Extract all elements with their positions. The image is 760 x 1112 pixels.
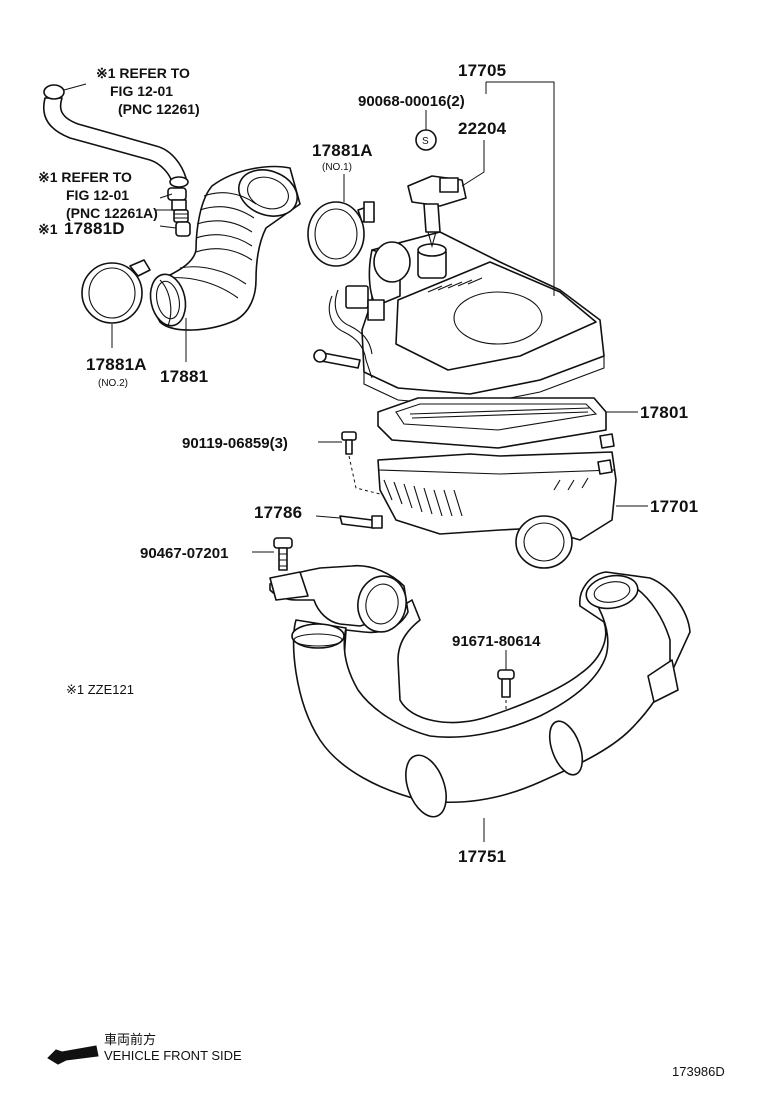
label-22204: 22204 [458, 119, 507, 138]
label-no1: (NO.1) [322, 162, 352, 173]
air-flow-meter-22204 [407, 175, 467, 249]
figure-id: 173986D [672, 1064, 725, 1079]
label-90467-07201: 90467-07201 [140, 545, 228, 562]
vehicle-front-label-jp: 車両前方 [104, 1032, 156, 1047]
ref-note-1-line3: (PNC 12261) [118, 101, 200, 117]
label-90068-00016: 90068-00016(2) [358, 93, 465, 110]
ref-note-2-line3: (PNC 12261A) [66, 205, 158, 221]
bolt-90119 [341, 431, 381, 495]
vehicle-front-label-en: VEHICLE FRONT SIDE [104, 1048, 242, 1063]
breather-hose-illustration [43, 84, 189, 188]
label-17705: 17705 [458, 61, 506, 80]
air-cleaner-case-17701 [377, 433, 617, 569]
label-no2: (NO.2) [98, 378, 128, 389]
label-17881D-mark: ※1 [38, 221, 58, 237]
intake-hose-17881 [149, 165, 301, 331]
small-hose-17881D [167, 187, 191, 237]
label-17881: 17881 [160, 367, 208, 386]
leader-lines [63, 81, 648, 842]
clamp-17881A-no1 [307, 201, 375, 267]
applicability-note: ※1 ZZE121 [66, 682, 134, 697]
label-90119-06859: 90119-06859(3) [182, 435, 288, 452]
label-17881A-no2: 17881A [86, 355, 147, 374]
label-17751: 17751 [458, 847, 506, 866]
harness-connector [313, 285, 385, 379]
air-filter-element-17801 [377, 397, 607, 449]
label-17701: 17701 [650, 497, 698, 516]
label-17881A-no1: 17881A [312, 141, 373, 160]
sensor-17786 [339, 515, 383, 529]
intake-duct-17751 [269, 564, 691, 818]
clamp-17881A-no2 [81, 259, 151, 324]
ref-note-2-line1: ※1 REFER TO [38, 169, 132, 185]
label-17801: 17801 [640, 403, 688, 422]
label-17881D: 17881D [64, 219, 125, 238]
vehicle-front-arrow-icon [47, 1045, 99, 1065]
ref-note-2-line2: FIG 12-01 [66, 187, 129, 203]
ref-note-1-line1: ※1 REFER TO [96, 65, 190, 81]
screw-90467 [273, 537, 293, 571]
label-17786: 17786 [254, 503, 302, 522]
ref-note-1-line2: FIG 12-01 [110, 83, 173, 99]
screw-s-mark: S [422, 136, 429, 147]
air-cleaner-cap-17705 [361, 231, 605, 407]
label-91671-80614: 91671-80614 [452, 633, 541, 650]
